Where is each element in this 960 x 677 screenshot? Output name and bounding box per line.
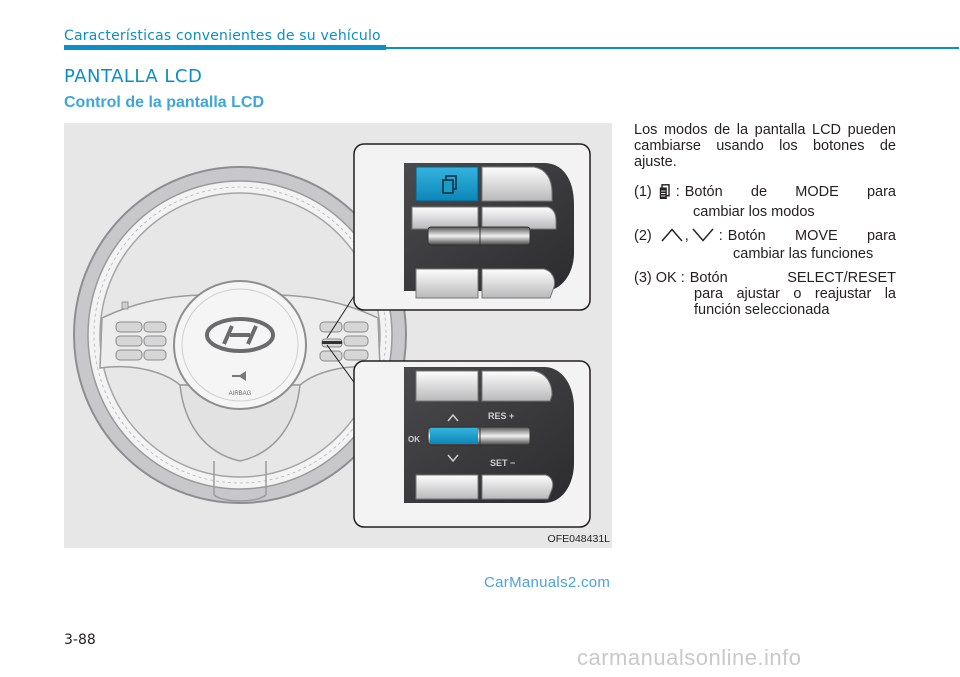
sub-title: Control de la pantalla LCD xyxy=(64,94,265,111)
watermark-link[interactable]: CarManuals2.com xyxy=(484,574,611,591)
header-rule xyxy=(64,47,959,49)
page-number: 3-88 xyxy=(64,632,96,648)
ok-label: OK xyxy=(408,435,420,444)
res-label: RES + xyxy=(488,411,514,421)
item-move: (2) , : Botón MOVE para cambiar las func… xyxy=(634,228,896,262)
item3-word-a: Botón xyxy=(689,270,728,286)
airbag-label: AIRBAG xyxy=(229,391,252,397)
item1-word-b: de xyxy=(750,184,768,200)
item-ok: (3) OK : Botón SELECT/RESET para ajustar… xyxy=(634,270,896,318)
item1-separator: : xyxy=(675,184,680,200)
set-label: SET − xyxy=(490,458,515,468)
steering-wheel-illustration: AIRBAG xyxy=(73,143,591,528)
figure-code: OFE048431L xyxy=(547,533,610,545)
chevron-up-icon xyxy=(661,228,683,246)
chevron-down-icon xyxy=(692,228,714,246)
item2-number: (2) xyxy=(634,228,652,244)
item2-word-c: para xyxy=(866,228,896,244)
running-header-text: Características convenientes de su vehíc… xyxy=(64,28,381,44)
intro-paragraph: Los modos de la pantalla LCD pueden camb… xyxy=(634,122,896,170)
running-header: Características convenientes de su vehíc… xyxy=(64,26,388,48)
item1-word-a: Botón xyxy=(684,184,723,200)
item1-number: (1) xyxy=(634,184,652,200)
footer-watermark: carmanualsonline.info xyxy=(577,645,802,670)
item3-word-b: SELECT/RESET xyxy=(787,270,896,286)
item3-line2: para ajustar o reajustar la xyxy=(694,286,896,302)
steering-wheel-figure: AIRBAG xyxy=(64,123,612,548)
item1-word-d: para xyxy=(866,184,896,200)
mode-button-icon xyxy=(659,184,670,204)
body-text: Los modos de la pantalla LCD pueden camb… xyxy=(634,122,896,326)
item2-word-b: MOVE xyxy=(794,228,838,244)
header-rule-accent xyxy=(64,45,386,50)
item1-word-c: MODE xyxy=(795,184,839,200)
item2-separator: : xyxy=(718,228,723,244)
item2-line2: cambiar las funciones xyxy=(733,246,874,262)
item3-line3: función seleccionada xyxy=(694,302,830,318)
item-mode: (1) : Botón de MODE para cambiar los mod… xyxy=(634,184,896,220)
item2-comma: , xyxy=(684,228,689,244)
section-title: PANTALLA LCD xyxy=(64,66,203,87)
item2-word-a: Botón xyxy=(727,228,766,244)
item3-number: (3) OK : xyxy=(634,270,685,286)
item1-line2: cambiar los modos xyxy=(693,204,815,220)
